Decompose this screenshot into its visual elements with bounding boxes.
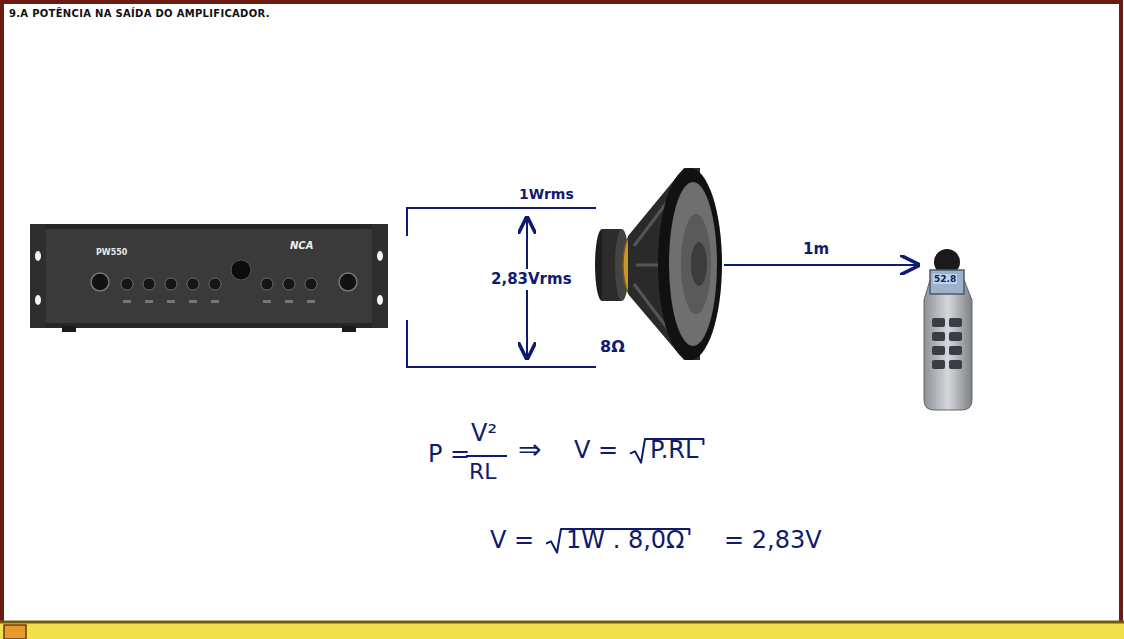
voltage-label: 2,83Vrms xyxy=(489,269,574,290)
formula-text: V = xyxy=(574,437,618,465)
footer-bar xyxy=(0,622,1124,639)
sound-level-meter: 52.8 xyxy=(918,244,978,412)
fraction-bar xyxy=(466,455,507,457)
distance-label: 1m xyxy=(801,241,831,258)
formula-result: = 2,83V xyxy=(724,527,822,555)
page-title: 9.A POTÊNCIA NA SAÍDA DO AMPLIFICADOR. xyxy=(9,8,270,20)
footer-icon xyxy=(4,625,26,639)
formula-radicand: 1W . 8,0Ω xyxy=(566,527,684,555)
footer-line xyxy=(0,621,1124,624)
speaker-wire xyxy=(407,208,596,367)
impedance-label: 8Ω xyxy=(600,338,625,356)
model-name: PW550 xyxy=(96,248,127,257)
formula-denominator: RL xyxy=(469,459,497,484)
distance-arrow xyxy=(724,264,918,266)
implies-sign: ⇒ xyxy=(518,434,541,466)
speaker-art xyxy=(595,168,722,360)
loudspeaker: 8Ω xyxy=(596,166,724,366)
amplifier-art xyxy=(30,224,388,332)
power-label: 1Wrms xyxy=(519,186,574,202)
formula-radicand: P.RL xyxy=(650,437,698,465)
sound-meter-art xyxy=(924,249,972,410)
brand-logo: NCA xyxy=(290,240,313,252)
amplifier: PW550 NCA xyxy=(28,222,407,334)
formula-text: V = xyxy=(490,527,534,555)
meter-reading: 52.8 xyxy=(933,274,957,284)
formula-text: P = xyxy=(428,441,470,469)
formula-numerator: V² xyxy=(471,420,497,448)
